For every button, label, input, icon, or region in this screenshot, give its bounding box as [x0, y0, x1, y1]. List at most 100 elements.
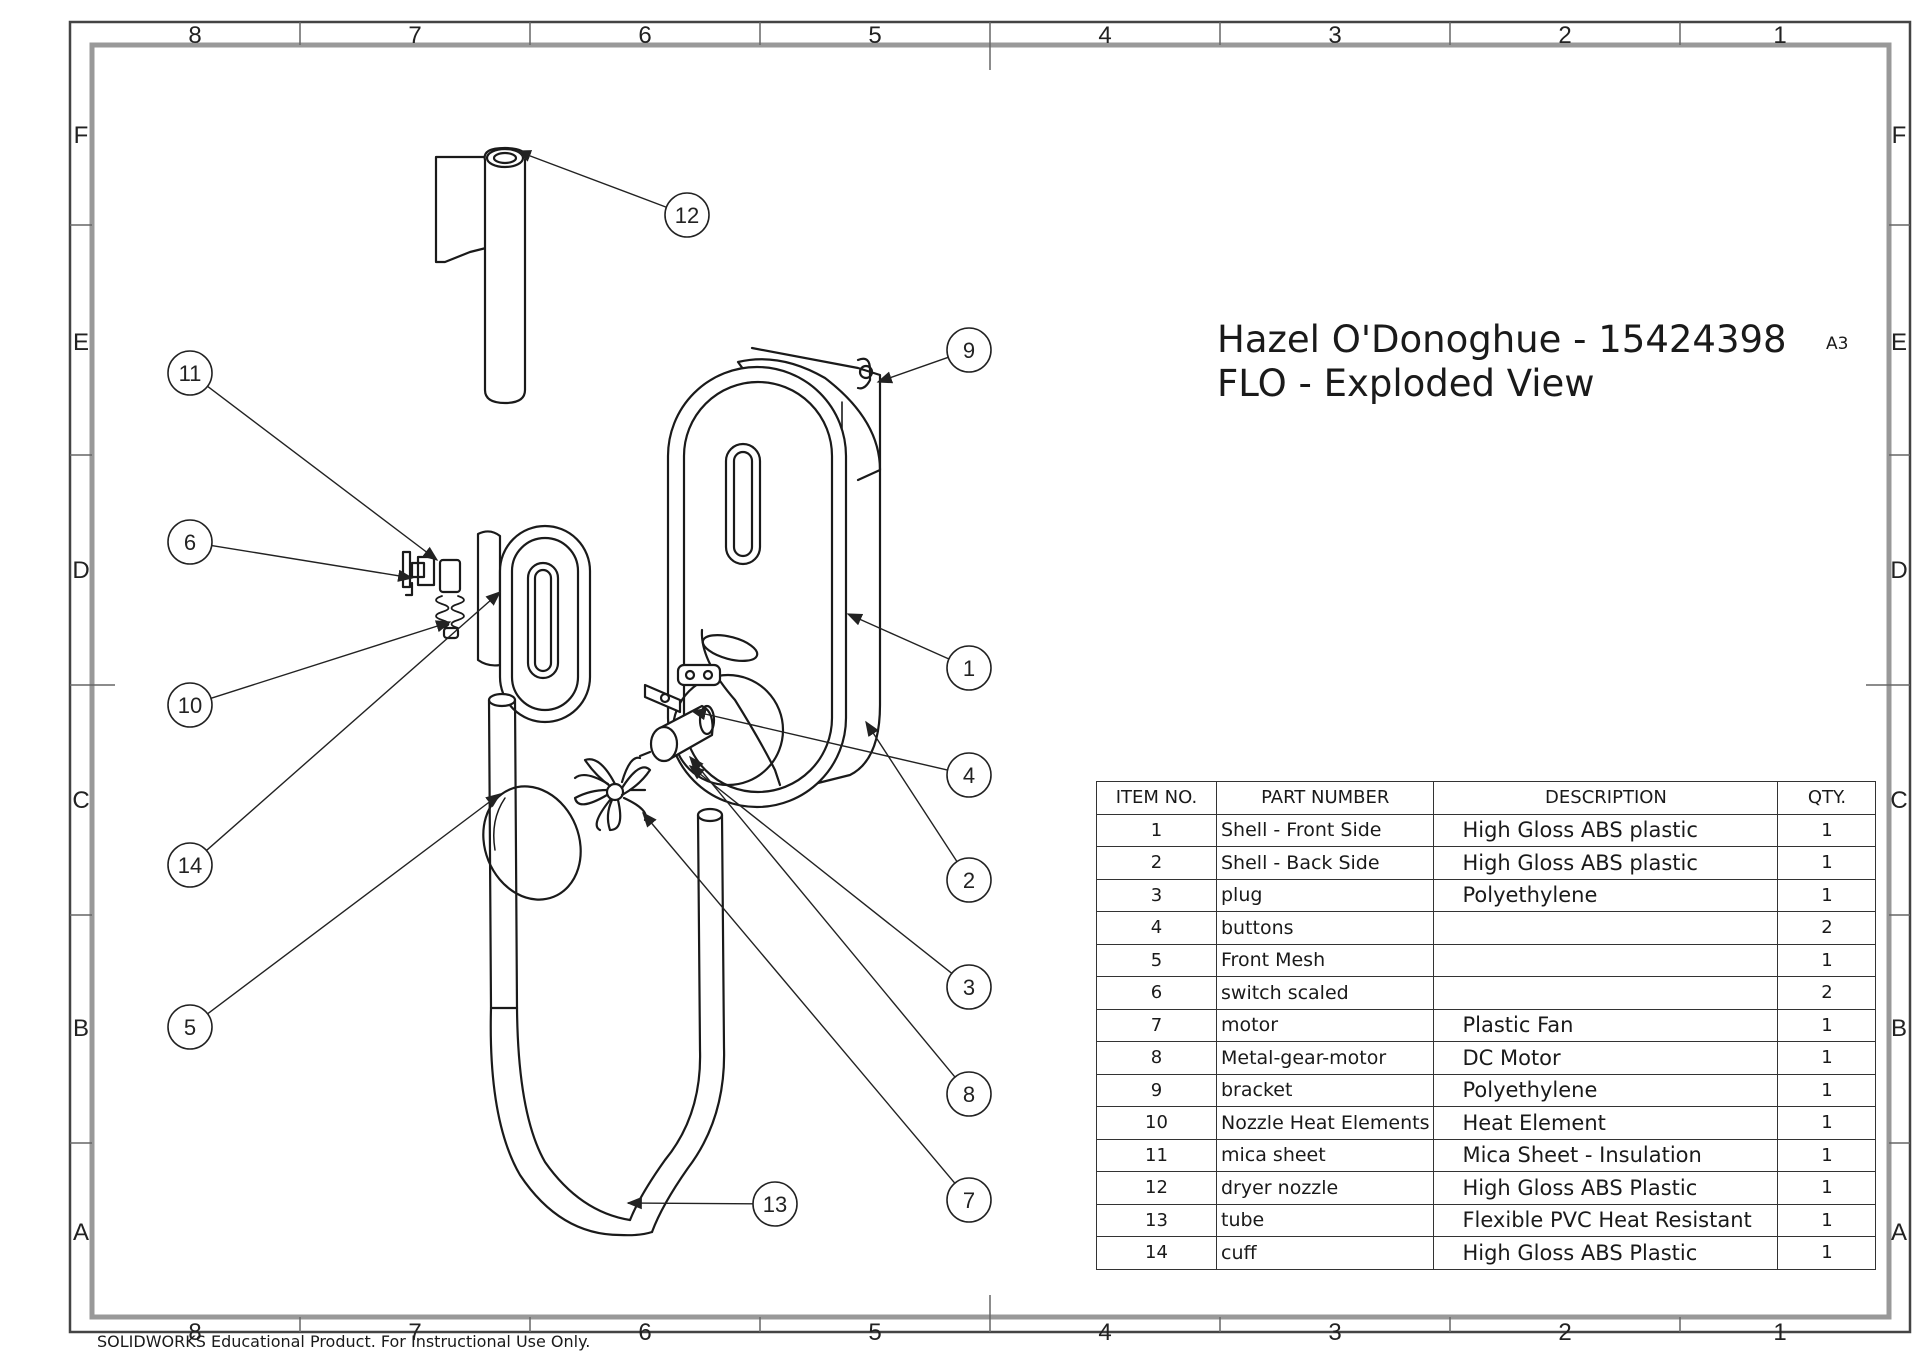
bom-cell-qty: 1 — [1777, 1236, 1877, 1270]
item-balloon: 5 — [167, 1004, 213, 1050]
bom-cell-part: motor — [1215, 1008, 1435, 1042]
bom-cell-part: Shell - Front Side — [1215, 813, 1435, 847]
zone-column-label: 6 — [638, 1319, 651, 1346]
balloon-circle — [167, 350, 213, 396]
bom-cell-part: Nozzle Heat Elements — [1215, 1106, 1435, 1140]
part-tube — [487, 692, 726, 1237]
bom-cell-qty: 1 — [1777, 1203, 1877, 1237]
bom-cell-qty: 1 — [1777, 1041, 1877, 1075]
bom-cell-part: tube — [1215, 1203, 1435, 1237]
bom-cell-item: 3 — [1096, 878, 1217, 912]
bom-cell-desc: Flexible PVC Heat Resistant — [1433, 1203, 1779, 1237]
bom-header-item: ITEM NO. — [1096, 781, 1217, 815]
bom-cell-desc — [1433, 976, 1779, 1010]
zone-row-label: F — [74, 122, 89, 149]
bom-cell-item: 9 — [1096, 1073, 1217, 1107]
balloon-number: 3 — [963, 975, 975, 1000]
item-balloon: 6 — [167, 519, 213, 565]
bom-cell-part: mica sheet — [1215, 1138, 1435, 1172]
item-balloon: 4 — [946, 752, 992, 798]
item-balloon: 8 — [946, 1071, 992, 1117]
balloon-circle — [946, 752, 992, 798]
bom-cell-desc: High Gloss ABS Plastic — [1433, 1236, 1779, 1270]
bom-cell-item: 11 — [1096, 1138, 1217, 1172]
bom-cell-qty: 2 — [1777, 976, 1877, 1010]
zone-row-label: A — [73, 1219, 89, 1246]
bom-cell-qty: 2 — [1777, 911, 1877, 945]
zone-column-label: 1 — [1773, 22, 1786, 49]
balloon-circle — [946, 964, 992, 1010]
balloon-leader-line — [642, 811, 956, 1184]
balloon-number: 14 — [178, 853, 202, 878]
bom-cell-part: dryer nozzle — [1215, 1171, 1435, 1205]
balloon-number: 2 — [963, 868, 975, 893]
bom-header-desc: DESCRIPTION — [1433, 781, 1779, 815]
balloon-leader-line — [211, 544, 414, 582]
bom-cell-desc — [1433, 911, 1779, 945]
bom-cell-qty: 1 — [1777, 1171, 1877, 1205]
bom-header-qty: QTY. — [1777, 781, 1877, 815]
zone-row-label: E — [73, 329, 89, 356]
bom-cell-qty: 1 — [1777, 1073, 1877, 1107]
balloon-circle — [946, 327, 992, 373]
bom-cell-desc: Polyethylene — [1433, 878, 1779, 912]
bom-cell-desc: DC Motor — [1433, 1041, 1779, 1075]
part-shell-front — [666, 365, 848, 809]
item-balloon: 2 — [946, 857, 992, 903]
balloon-leader-line — [865, 720, 958, 862]
drawing-title-line1: Hazel O'Donoghue - 15424398 — [1217, 318, 1787, 361]
zone-row-label: C — [72, 787, 89, 814]
zone-row-label: E — [1891, 329, 1907, 356]
zone-column-label: 3 — [1328, 22, 1341, 49]
balloon-circle — [946, 1177, 992, 1223]
zone-row-label: B — [73, 1015, 89, 1042]
balloon-number: 12 — [675, 203, 699, 228]
part-fan — [573, 756, 652, 832]
zone-column-label: 2 — [1558, 1319, 1571, 1346]
footer-notice: SOLIDWORKS Educational Product. For Inst… — [97, 1332, 591, 1351]
balloon-leaders — [206, 150, 958, 1210]
bom-cell-desc: High Gloss ABS Plastic — [1433, 1171, 1779, 1205]
balloon-leader-line — [210, 620, 452, 699]
bom-cell-desc: High Gloss ABS plastic — [1433, 813, 1779, 847]
item-balloon: 13 — [752, 1181, 798, 1227]
item-balloon: 9 — [946, 327, 992, 373]
item-balloon: 10 — [167, 682, 213, 728]
zone-column-label: 1 — [1773, 1319, 1786, 1346]
balloon-leader-line — [689, 755, 956, 1078]
balloon-leader-line — [206, 590, 502, 851]
bom-cell-desc — [1433, 943, 1779, 977]
bom-cell-part: switch scaled — [1215, 976, 1435, 1010]
zone-column-label: 6 — [638, 22, 651, 49]
bom-cell-item: 8 — [1096, 1041, 1217, 1075]
balloon-number: 7 — [963, 1188, 975, 1213]
item-balloon: 14 — [167, 842, 213, 888]
balloon-number: 13 — [763, 1192, 787, 1217]
zone-column-label: 8 — [188, 22, 201, 49]
bom-cell-item: 10 — [1096, 1106, 1217, 1140]
drawing-title-line2: FLO - Exploded View — [1217, 362, 1595, 405]
zone-row-label: D — [1890, 557, 1907, 584]
bom-cell-item: 6 — [1096, 976, 1217, 1010]
balloon-circle — [167, 682, 213, 728]
bom-cell-item: 5 — [1096, 943, 1217, 977]
item-balloon: 11 — [167, 350, 213, 396]
zone-row-label: D — [72, 557, 89, 584]
balloon-number: 11 — [179, 361, 202, 386]
item-balloon: 3 — [946, 964, 992, 1010]
zone-row-label: C — [1890, 787, 1907, 814]
bom-cell-item: 12 — [1096, 1171, 1217, 1205]
bom-cell-item: 4 — [1096, 911, 1217, 945]
sheet-size-label: A3 — [1826, 334, 1849, 354]
balloon-leader-line — [207, 793, 502, 1015]
bom-cell-qty: 1 — [1777, 1008, 1877, 1042]
